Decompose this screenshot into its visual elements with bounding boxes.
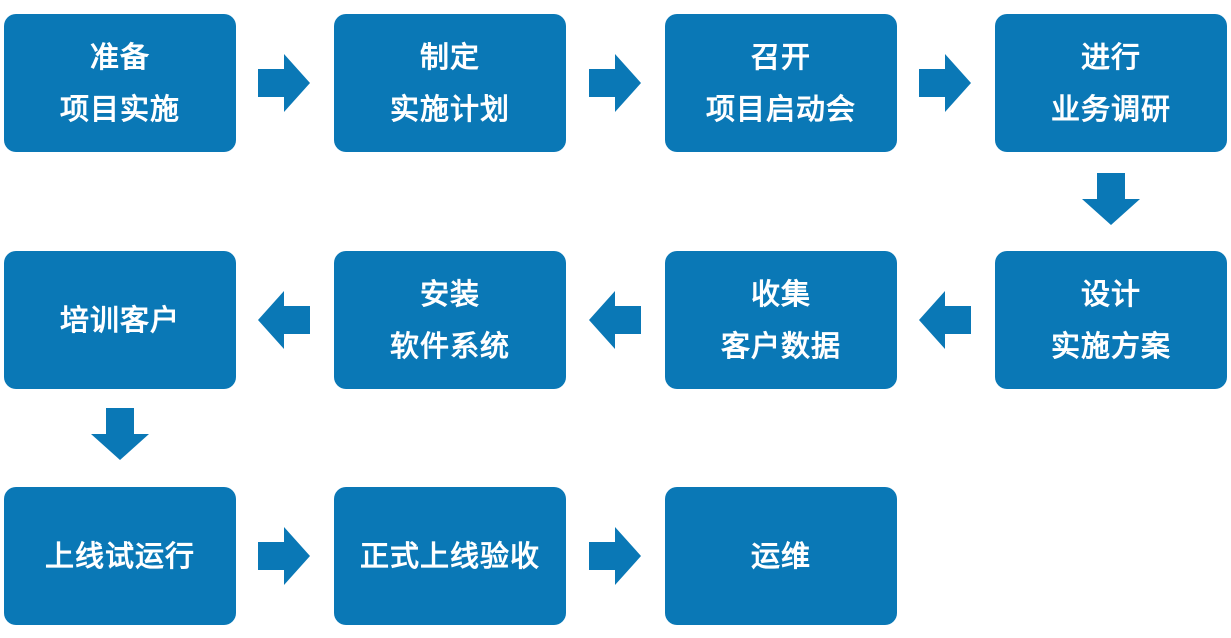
- step-acceptance: 正式上线验收: [334, 487, 566, 625]
- step-label: 设计 实施方案: [1050, 277, 1171, 363]
- step-label: 安装 软件系统: [389, 277, 510, 363]
- arrow-right-icon: [589, 54, 641, 112]
- step-label: 正式上线验收: [359, 539, 540, 573]
- step-label: 收集 客户数据: [720, 277, 841, 363]
- step-collect-data: 收集 客户数据: [665, 251, 897, 389]
- step-label: 准备 项目实施: [59, 40, 180, 126]
- step-label: 制定 实施计划: [389, 40, 510, 126]
- arrow-left-icon: [258, 291, 310, 349]
- arrow-right-icon: [919, 54, 971, 112]
- step-business-research: 进行 业务调研: [995, 14, 1227, 152]
- arrow-left-icon: [589, 291, 641, 349]
- step-label: 召开 项目启动会: [705, 40, 856, 126]
- step-train-customer: 培训客户: [4, 251, 236, 389]
- arrow-right-icon: [258, 527, 310, 585]
- step-label: 上线试运行: [44, 539, 195, 573]
- step-kickoff-meeting: 召开 项目启动会: [665, 14, 897, 152]
- step-label: 进行 业务调研: [1050, 40, 1171, 126]
- step-make-plan: 制定 实施计划: [334, 14, 566, 152]
- arrow-left-icon: [919, 291, 971, 349]
- arrow-right-icon: [589, 527, 641, 585]
- arrow-right-icon: [258, 54, 310, 112]
- step-prepare-project: 准备 项目实施: [4, 14, 236, 152]
- step-label: 培训客户: [59, 303, 180, 337]
- arrow-down-icon: [1082, 173, 1140, 225]
- step-operations: 运维: [665, 487, 897, 625]
- arrow-down-icon: [91, 408, 149, 460]
- step-install-software: 安装 软件系统: [334, 251, 566, 389]
- step-label: 运维: [750, 539, 811, 573]
- step-design-solution: 设计 实施方案: [995, 251, 1227, 389]
- step-trial-run: 上线试运行: [4, 487, 236, 625]
